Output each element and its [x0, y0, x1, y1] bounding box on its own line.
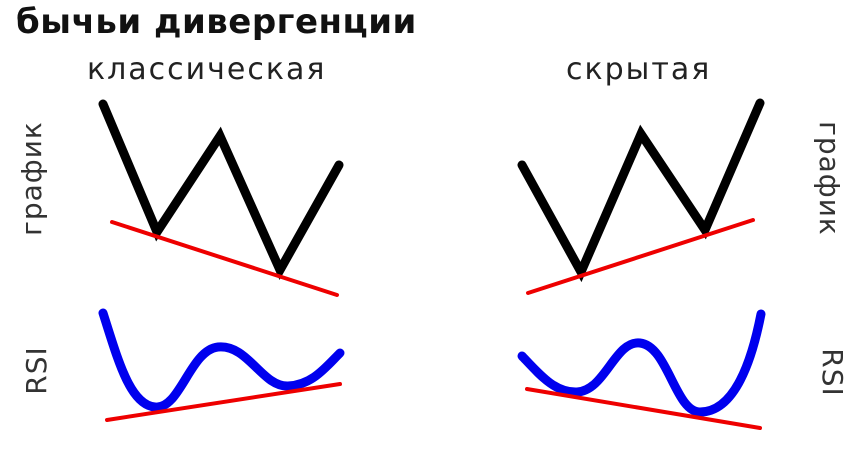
price-trendline-hidden: [526, 218, 755, 295]
price-zigzag-classic: [98, 99, 344, 280]
rsi-trendline-classic: [105, 382, 342, 422]
heading-hidden: скрытая: [566, 52, 712, 87]
price-zigzag-hidden: [517, 98, 765, 283]
rsi-trendline-hidden: [525, 387, 762, 430]
diagram-title: бычьи дивергенции: [16, 2, 417, 42]
rsi-curve-classic: [98, 308, 345, 412]
panel-hidden: [517, 98, 766, 430]
price-trendline-classic: [110, 220, 339, 297]
panel-classic: [98, 99, 345, 422]
rsi-curve-hidden: [517, 309, 766, 417]
heading-classic: классическая: [87, 52, 327, 87]
